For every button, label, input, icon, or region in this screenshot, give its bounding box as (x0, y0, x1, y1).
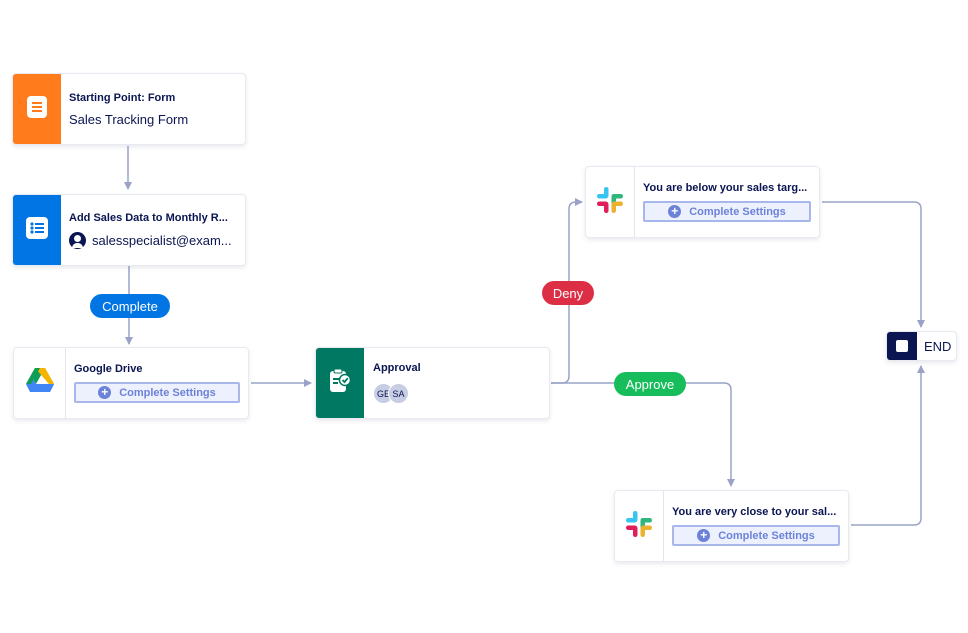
checklist-icon-box (13, 195, 61, 265)
button-label: Complete Settings (119, 386, 216, 399)
form-icon-box (13, 74, 61, 144)
slack-icon (624, 509, 654, 544)
assignee-row: salesspecialist@exam... (69, 231, 237, 249)
approval-icon-box (316, 348, 364, 418)
checklist-icon (25, 216, 49, 245)
approval-icon (328, 368, 352, 399)
sales-data-task-node[interactable]: Add Sales Data to Monthly R... salesspec… (12, 194, 246, 266)
end-label: END (924, 338, 952, 354)
google-drive-node[interactable]: Google Drive + Complete Settings (13, 347, 249, 419)
slack-icon-box (586, 167, 635, 237)
start-form-node[interactable]: Starting Point: Form Sales Tracking Form (12, 73, 246, 145)
slack-approve-node[interactable]: You are very close to your sal... + Comp… (614, 490, 849, 562)
plus-icon: + (98, 386, 112, 399)
google-drive-icon-box (14, 348, 66, 418)
approval-node[interactable]: Approval GE SA (315, 347, 550, 419)
complete-settings-button[interactable]: + Complete Settings (643, 201, 811, 222)
end-node[interactable]: END (886, 331, 957, 361)
button-label: Complete Settings (689, 205, 786, 218)
complete-branch-label[interactable]: Complete (90, 294, 170, 318)
slack-icon-box (615, 491, 664, 561)
node-title: Starting Point: Form (69, 91, 176, 104)
slack-icon (595, 185, 625, 220)
plus-icon: + (668, 205, 682, 218)
assignee-email: salesspecialist@exam... (92, 232, 232, 248)
approver-avatars: GE SA (373, 383, 541, 404)
google-drive-icon (25, 367, 55, 399)
complete-settings-button[interactable]: + Complete Settings (74, 382, 240, 403)
avatar: SA (388, 383, 409, 404)
node-title: You are very close to your sal... (672, 506, 837, 518)
node-title: Add Sales Data to Monthly R... (69, 211, 228, 224)
user-icon (69, 231, 86, 249)
form-icon (26, 95, 48, 124)
form-name: Sales Tracking Form (69, 111, 189, 127)
stop-icon (887, 332, 917, 360)
plus-icon: + (697, 529, 711, 542)
button-label: Complete Settings (718, 529, 815, 542)
node-title: You are below your sales targ... (643, 182, 808, 194)
approve-branch-label[interactable]: Approve (614, 372, 686, 396)
complete-settings-button[interactable]: + Complete Settings (672, 525, 840, 546)
deny-branch-label[interactable]: Deny (542, 281, 594, 305)
node-title: Approval (373, 362, 421, 374)
slack-deny-node[interactable]: You are below your sales targ... + Compl… (585, 166, 820, 238)
node-title: Google Drive (74, 363, 143, 375)
